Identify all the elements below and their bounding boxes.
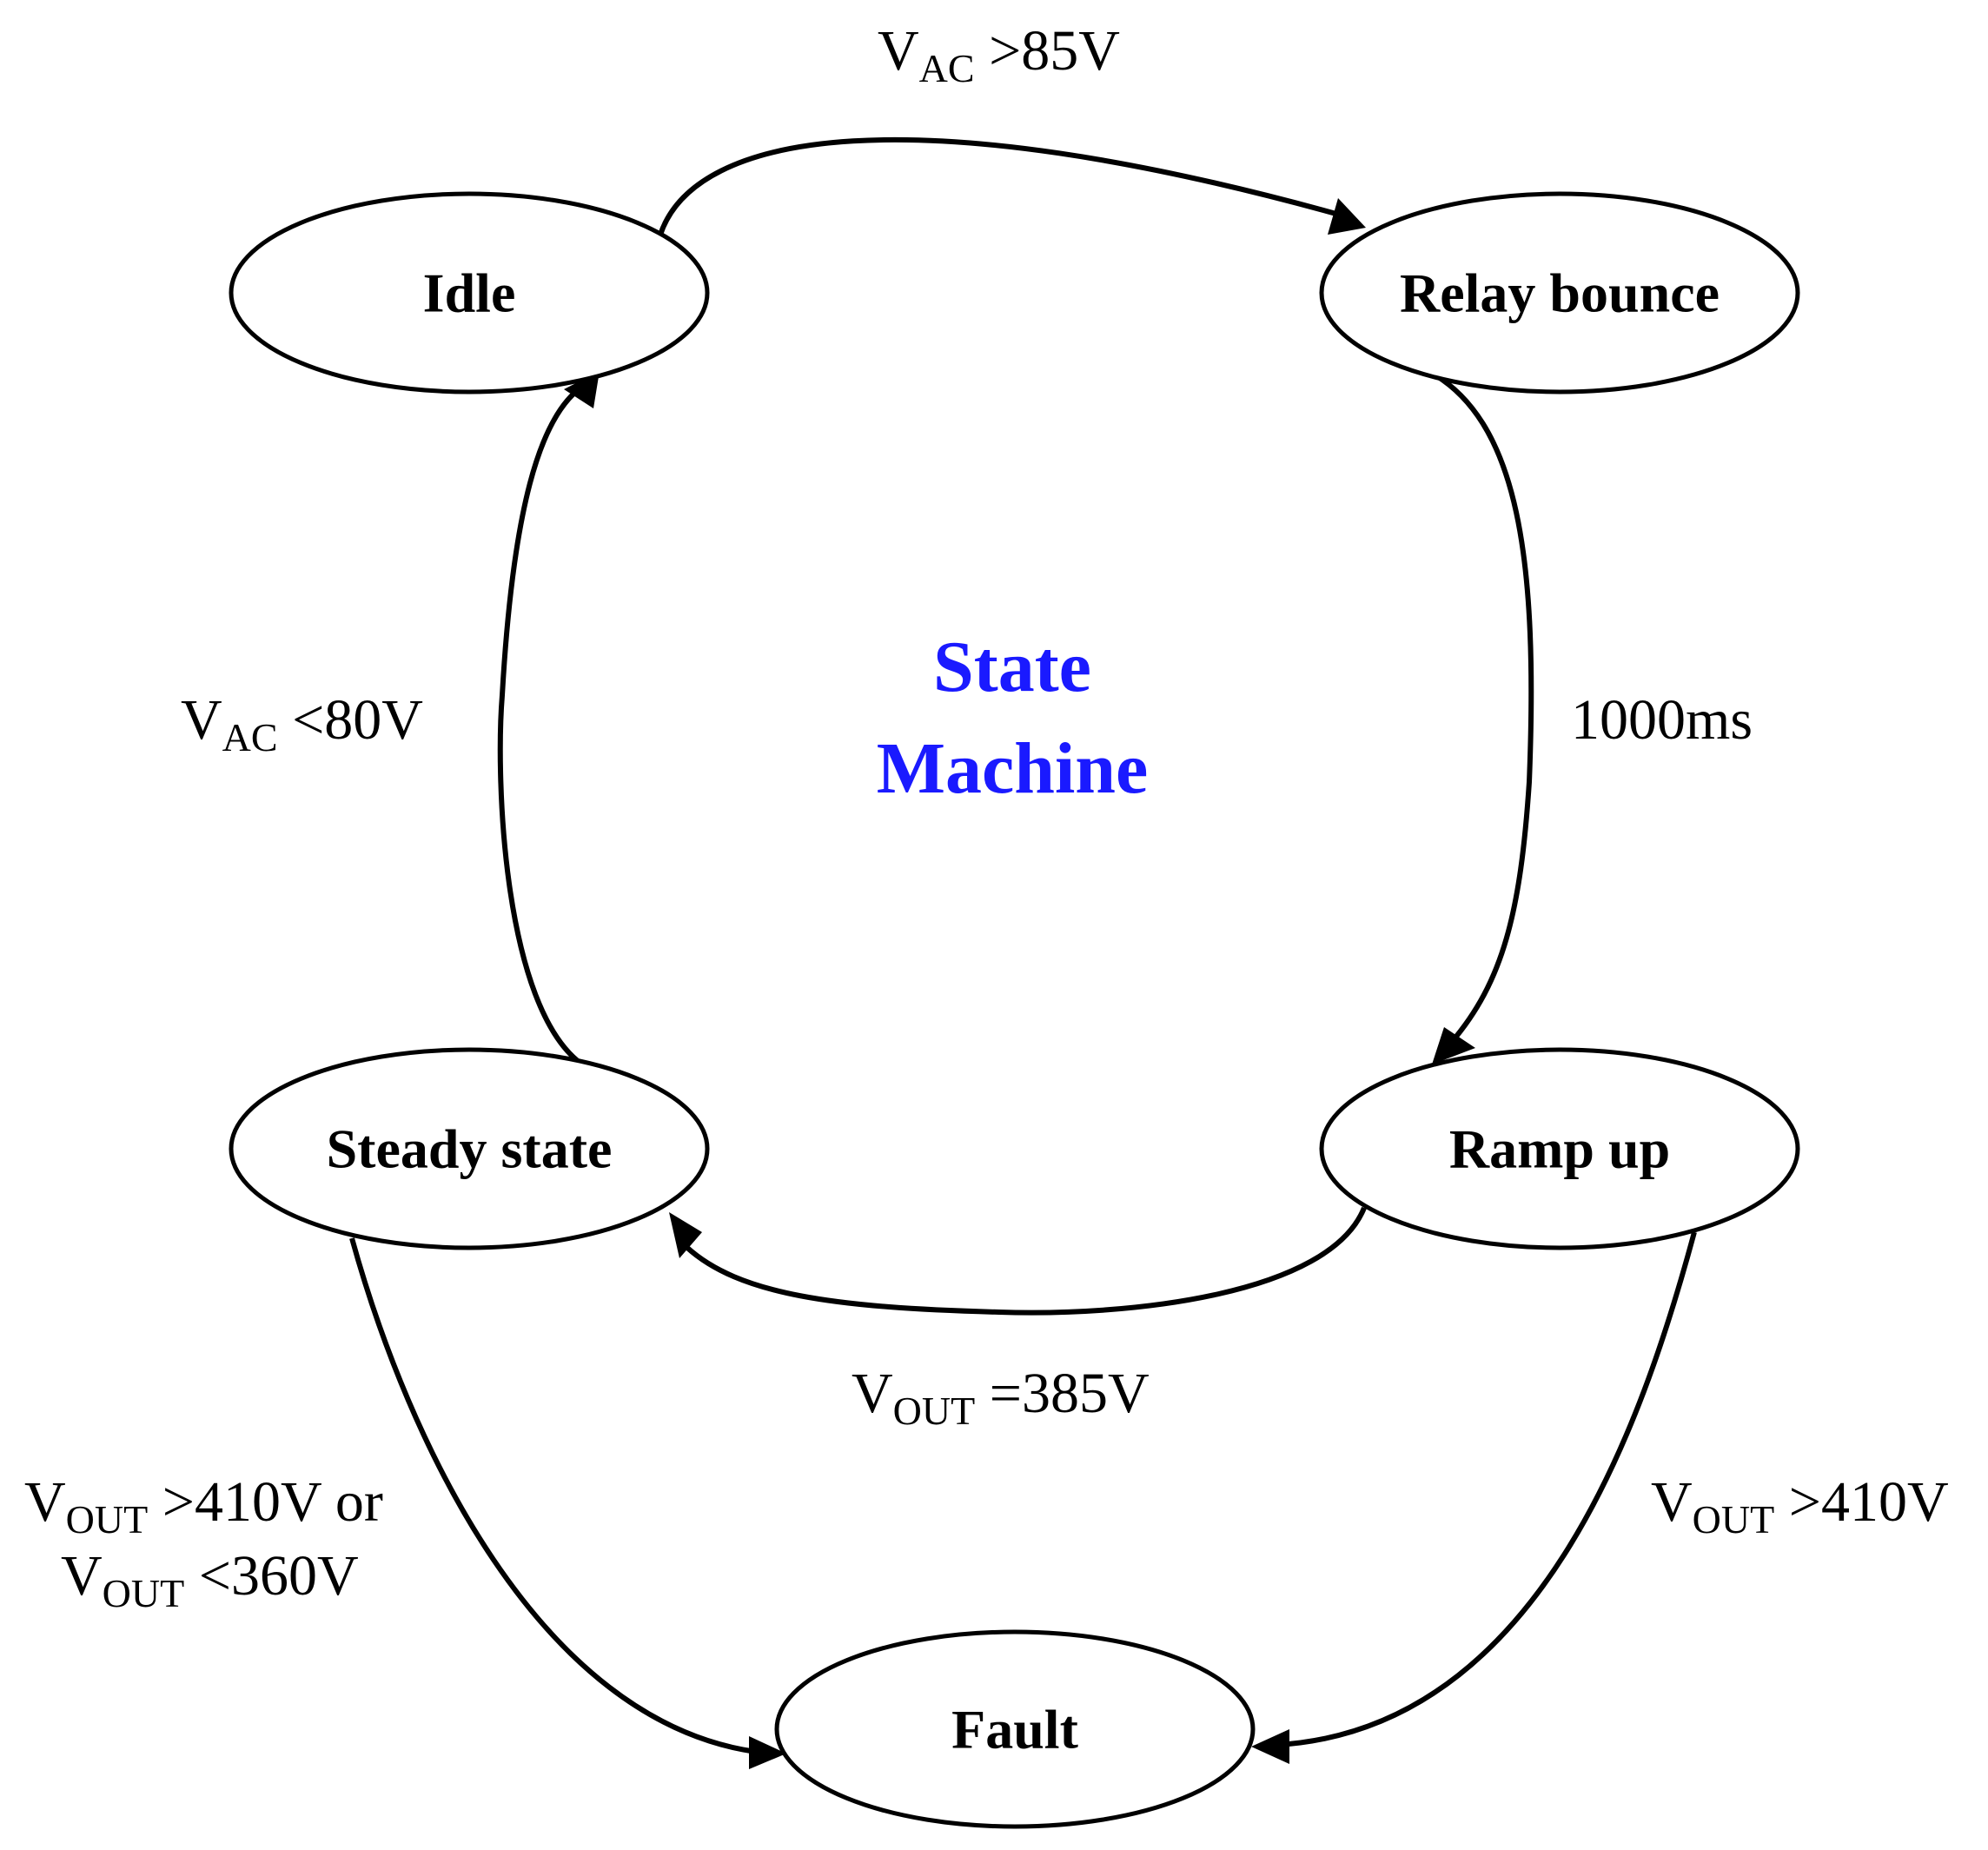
edge-ramp-up-to-steady-state <box>684 1206 1367 1316</box>
state-fault-label: Fault <box>951 1699 1078 1760</box>
label-steady-state-to-idle: VAC <80V <box>181 688 423 759</box>
diagram-title-line-1: State <box>933 627 1091 707</box>
arrowhead-relay-bounce <box>1328 198 1366 235</box>
state-idle: Idle <box>229 191 710 395</box>
label-steady-state-to-fault-line-2: VOUT <360V <box>61 1544 359 1615</box>
arrowhead-idle <box>564 371 600 408</box>
state-relay-bounce-label: Relay bounce <box>1400 262 1720 324</box>
arrowhead-fault-left <box>749 1736 786 1769</box>
arrowhead-steady-state <box>669 1212 702 1258</box>
edge-steady-state-to-fault <box>349 1237 757 1754</box>
label-steady-state-to-fault-line-1: VOUT >410V or <box>24 1470 383 1542</box>
label-ramp-up-to-fault: VOUT >410V <box>1651 1470 1949 1542</box>
label-ramp-up-to-steady-state: VOUT =385V <box>852 1362 1150 1433</box>
state-relay-bounce: Relay bounce <box>1319 191 1800 395</box>
diagram-title-line-2: Machine <box>877 728 1149 809</box>
edge-idle-to-relay-bounce <box>658 136 1343 235</box>
state-steady-state-label: Steady state <box>327 1118 613 1180</box>
state-fault: Fault <box>774 1629 1256 1829</box>
edge-steady-state-to-idle <box>497 384 584 1067</box>
label-idle-to-relay-bounce: VAC >85V <box>878 19 1120 90</box>
arrowhead-fault-right <box>1251 1729 1289 1764</box>
state-ramp-up-label: Ramp up <box>1449 1118 1670 1180</box>
transition-edges <box>349 136 1697 1769</box>
label-relay-bounce-to-ramp-up: 1000ms <box>1571 688 1753 752</box>
arrowhead-ramp-up <box>1432 1027 1475 1064</box>
state-idle-label: Idle <box>423 262 516 324</box>
edge-relay-bounce-to-ramp-up <box>1423 367 1534 1044</box>
edge-ramp-up-to-fault <box>1276 1231 1697 1747</box>
state-ramp-up: Ramp up <box>1319 1047 1800 1250</box>
state-steady-state: Steady state <box>229 1047 710 1250</box>
